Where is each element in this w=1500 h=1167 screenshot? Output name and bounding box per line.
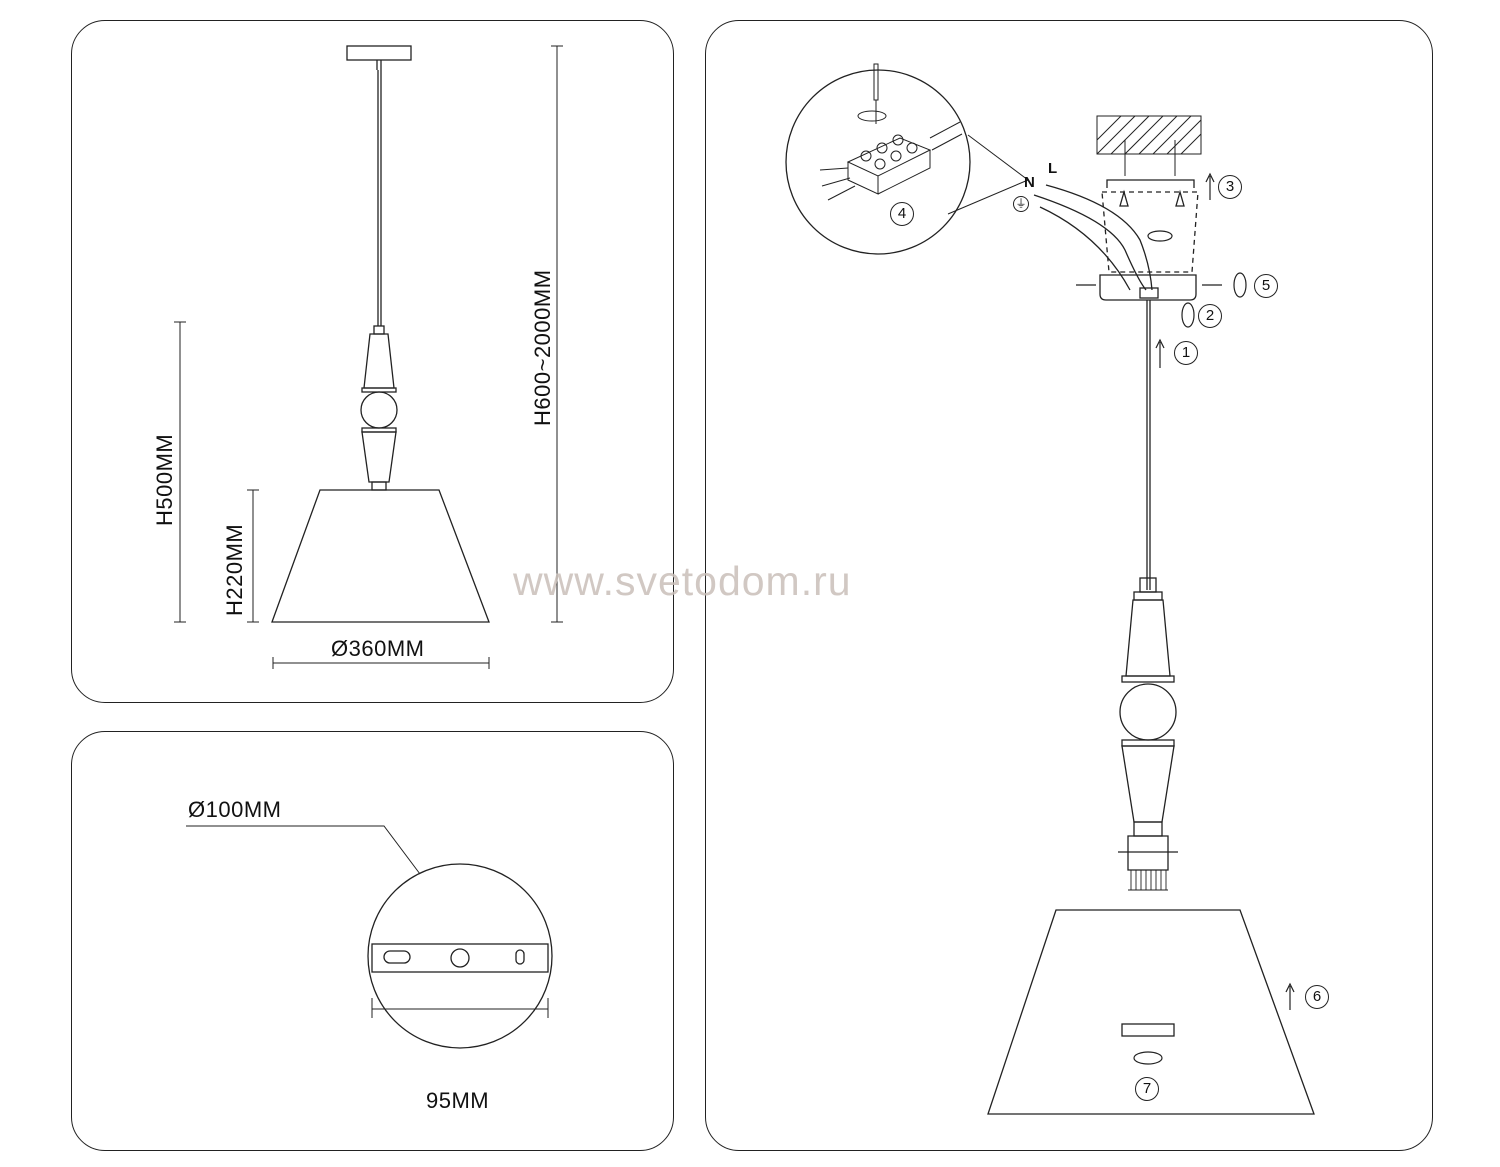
wire-l <box>1045 184 1153 291</box>
step-2-badge: 2 <box>1198 304 1222 328</box>
upper-cone-bead <box>363 333 395 389</box>
step-3-badge: 3 <box>1218 175 1242 199</box>
side-hole <box>515 949 525 965</box>
plate-diameter-label: Ø100MM <box>188 797 282 822</box>
wire-earth <box>1039 206 1131 291</box>
lamp-holder <box>1127 835 1169 871</box>
watermark: www.svetodom.ru <box>513 558 852 604</box>
lamp-shade <box>271 489 490 623</box>
canopy <box>1099 274 1197 301</box>
mounting-bracket <box>1101 179 1199 273</box>
slot-hole <box>383 950 411 964</box>
center-hole <box>450 948 470 968</box>
dimension-lines <box>174 45 563 669</box>
install-upper-cone <box>1125 599 1171 677</box>
ceiling-hatch <box>1096 115 1202 176</box>
install-lower-cone <box>1121 745 1175 823</box>
step-1-badge: 1 <box>1174 341 1198 365</box>
height-fixture-label: H500MM <box>152 433 177 526</box>
height-adjustable-label: H600~2000MM <box>530 269 555 426</box>
ceiling-canopy <box>346 45 412 61</box>
dimensions-panel <box>71 20 674 703</box>
step-5-badge: 5 <box>1254 274 1278 298</box>
step-7-badge: 7 <box>1135 1077 1159 1101</box>
step-6-badge: 6 <box>1305 985 1329 1009</box>
diameter-shade-label: Ø360MM <box>331 636 425 661</box>
cord-grip <box>1139 287 1159 299</box>
height-shade-label: H220MM <box>222 523 247 616</box>
wire-live-label: L <box>1048 160 1058 177</box>
step-4-badge: 4 <box>890 202 914 226</box>
mounting-plate <box>367 863 553 1049</box>
hole-spacing-label: 95MM <box>426 1088 490 1113</box>
install-sphere <box>1119 683 1177 741</box>
lamp-drawing <box>271 45 490 623</box>
install-shade <box>987 909 1315 1115</box>
earth-icon: ⏚ <box>1013 196 1029 212</box>
terminal-block <box>819 63 963 201</box>
direction-arrows <box>1133 172 1295 1065</box>
lower-cone-bead <box>361 431 397 483</box>
mount-plate-drawing <box>186 825 553 1049</box>
shade-ring <box>1121 1023 1175 1037</box>
mounting-bar <box>371 943 549 973</box>
wire-neutral-label: N <box>1024 174 1035 191</box>
wire-n <box>1033 194 1147 291</box>
sphere-bead <box>360 391 398 429</box>
mounting-plate-panel <box>71 731 674 1151</box>
